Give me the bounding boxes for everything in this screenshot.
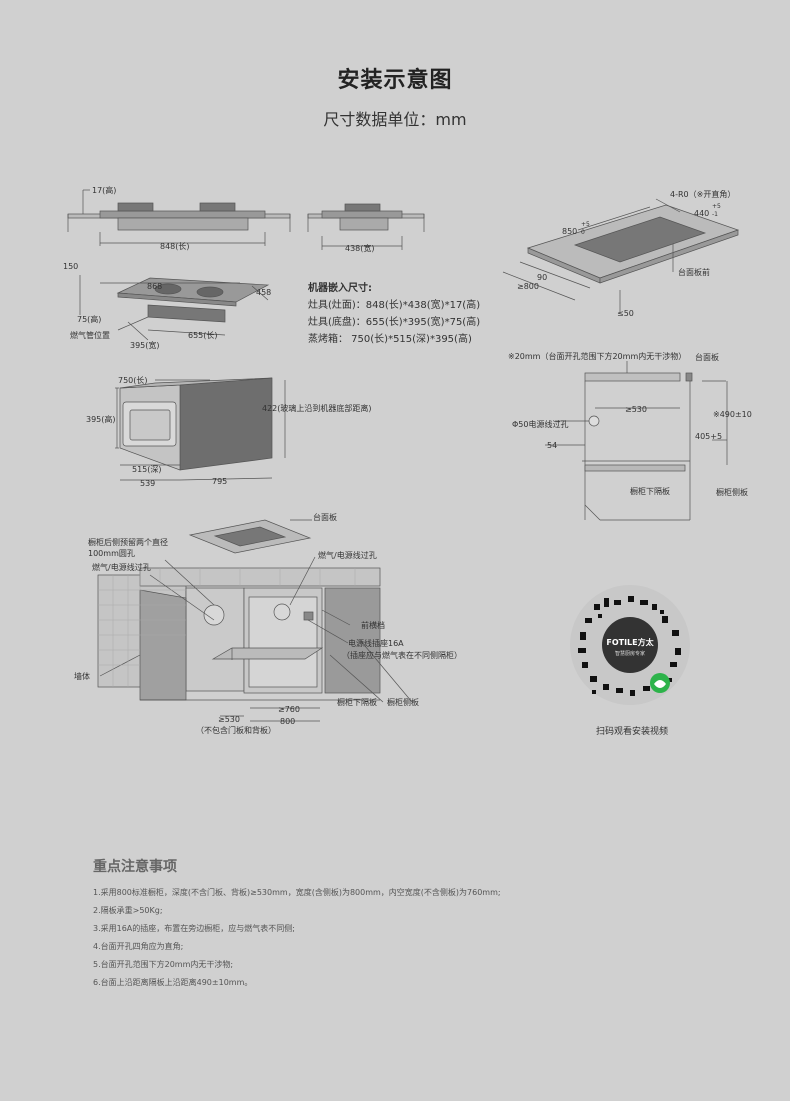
label-850-tol-upper: +5: [581, 221, 590, 228]
label-socket: 电源线插座16A: [348, 638, 404, 648]
label-cab-side: 橱柜侧板: [387, 697, 419, 707]
label-oven-395: 395(高): [86, 414, 116, 424]
label-oven-795: 795: [212, 477, 227, 486]
label-cab-counter: 台面板: [313, 512, 337, 522]
label-cab-800: 800: [280, 717, 295, 726]
label-socket-note: （插座应与燃气表在不同侧隔柜）: [342, 650, 462, 660]
embed-specs: 机器嵌入尺寸: 灶具(灶面)：848(长)*438(宽)*17(高) 灶具(底盘…: [308, 280, 480, 348]
label-20mm-note: ※20mm（台面开孔范围下方20mm内无干涉物）: [508, 351, 686, 361]
label-cab-760: ≥760: [278, 705, 300, 714]
label-440-tol-upper: +5: [712, 203, 721, 210]
label-rear-holes-2: 100mm圆孔: [88, 549, 135, 558]
cooktop-perspective: [79, 275, 270, 341]
specs-line-1: 灶具(灶面)：848(长)*438(宽)*17(高): [308, 300, 481, 311]
label-length-848: 848(长): [160, 241, 190, 251]
label-440: 440: [694, 209, 709, 218]
tile-grid: [98, 568, 356, 687]
label-section-530: ≥530: [625, 405, 647, 414]
label-cab-divider: 橱柜下隔板: [337, 697, 377, 707]
cooktop-side-view: [307, 203, 425, 250]
cabinet-drawing: [97, 519, 413, 722]
label-75-high: 75(高): [77, 314, 101, 324]
specs-line-2: 灶具(底盘)：655(长)*395(宽)*75(高): [308, 317, 481, 328]
oven-drawing: [115, 377, 286, 481]
label-cab-530: ≥530: [218, 715, 240, 724]
note-item: 6.台面上沿距离隔板上沿距离490±10mm。: [93, 978, 253, 987]
label-oven-422: 422(玻璃上沿到机器底部距离): [262, 403, 372, 413]
specs-line-3: 蒸烤箱： 750(长)*515(深)*395(高): [308, 334, 472, 345]
label-section-405: 405+5: [695, 432, 722, 441]
label-440-tol-lower: -1: [712, 211, 718, 218]
note-item: 5.台面开孔范围下方20mm内无干涉物;: [93, 960, 234, 969]
label-oven-539: 539: [140, 479, 155, 488]
qr-brand: FOTILE方太: [606, 637, 654, 647]
specs-heading: 机器嵌入尺寸:: [308, 283, 372, 294]
qr-code: FOTILE方太 智慧厨房专家: [570, 585, 690, 705]
countertop-board: [502, 198, 740, 312]
label-gas-cable-hole-left: 燃气/电源线过孔: [92, 562, 151, 572]
label-oven-515: 515(深): [132, 465, 162, 474]
label-rear-holes-1: 橱柜后侧预留两个直径: [88, 537, 168, 547]
label-section-54: 54: [547, 441, 557, 450]
label-cable-hole: Φ50电源线过孔: [512, 419, 568, 429]
label-front-beam: 前横档: [361, 620, 385, 630]
page-subtitle: 尺寸数据单位：mm: [323, 110, 467, 129]
label-oven-750: 750(长): [118, 375, 148, 385]
label-gas-cable-hole-right: 燃气/电源线过孔: [318, 550, 377, 560]
qr-tagline: 智慧厨房专家: [615, 650, 645, 657]
label-458: 458: [256, 288, 271, 297]
label-board-front: 台面板前: [678, 267, 710, 277]
label-section-490: ※490±10: [713, 410, 752, 419]
label-800: ≥800: [517, 282, 539, 291]
note-item: 1.采用800标准橱柜，深度(不含门板、背板)≥530mm，宽度(含侧板)为80…: [93, 888, 501, 897]
note-item: 3.采用16A的插座，布置在旁边橱柜，应与燃气表不同侧;: [93, 924, 295, 933]
label-wall: 墙体: [74, 671, 90, 681]
label-850-tol-lower: 0: [581, 229, 585, 236]
notes-section: 重点注意事项 1.采用800标准橱柜，深度(不含门板、背板)≥530mm，宽度(…: [93, 856, 501, 992]
label-4-r0: 4-R0（※开直角）: [670, 189, 735, 199]
label-cab-excl: （不包含门板和背板）: [196, 725, 276, 735]
label-section-divider: 橱柜下隔板: [630, 486, 670, 496]
label-395-wide: 395(宽): [130, 340, 160, 350]
label-width-438: 438(宽): [345, 243, 375, 253]
label-height-17: 17(高): [92, 185, 116, 195]
cooktop-front-view: [67, 189, 291, 246]
label-section-side: 橱柜侧板: [716, 487, 748, 497]
qr-caption: 扫码观看安装视频: [596, 727, 669, 737]
cross-section: [545, 361, 728, 521]
notes-heading: 重点注意事项: [93, 859, 177, 875]
page-title: 安装示意图: [337, 68, 453, 93]
label-section-counter: 台面板: [695, 352, 719, 362]
label-655-long: 655(长): [188, 330, 218, 340]
note-item: 4.台面开孔四角应为直角;: [93, 942, 184, 951]
label-150: 150: [63, 262, 78, 271]
label-90: 90: [537, 273, 547, 282]
label-850: 850: [562, 227, 577, 236]
label-gas-pipe: 燃气管位置: [70, 330, 110, 340]
label-868: 868: [147, 282, 162, 291]
label-50: ≤50: [617, 309, 634, 318]
note-item: 2.隔板承重>50Kg;: [93, 906, 163, 915]
